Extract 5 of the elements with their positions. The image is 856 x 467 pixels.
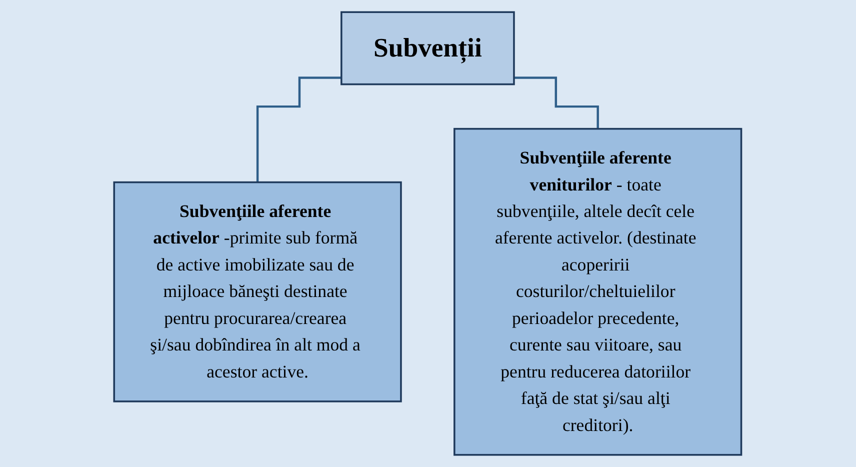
- node-box: Subvenţiile aferente activelor -primite sub formă de active imobilizate sau de mijloace băneşti destinate pentru procurarea/crearea şi/sau dobîndirea în alt mod a acestor active.: [114, 181, 402, 402]
- connector: [514, 76, 600, 130]
- node-box: Subvenții: [340, 11, 516, 86]
- node-box: Subvenţiile aferente veniturilor - toate subvenţiile, altele decît cele aferente activelor. (destinate acoperirii costurilor/cheltuielilor perioadelor precedente, curente sau viitoare, sau pentru reducerea datoriilor faţă de stat şi/sau alţi creditori).: [454, 128, 742, 456]
- connector: [256, 76, 342, 184]
